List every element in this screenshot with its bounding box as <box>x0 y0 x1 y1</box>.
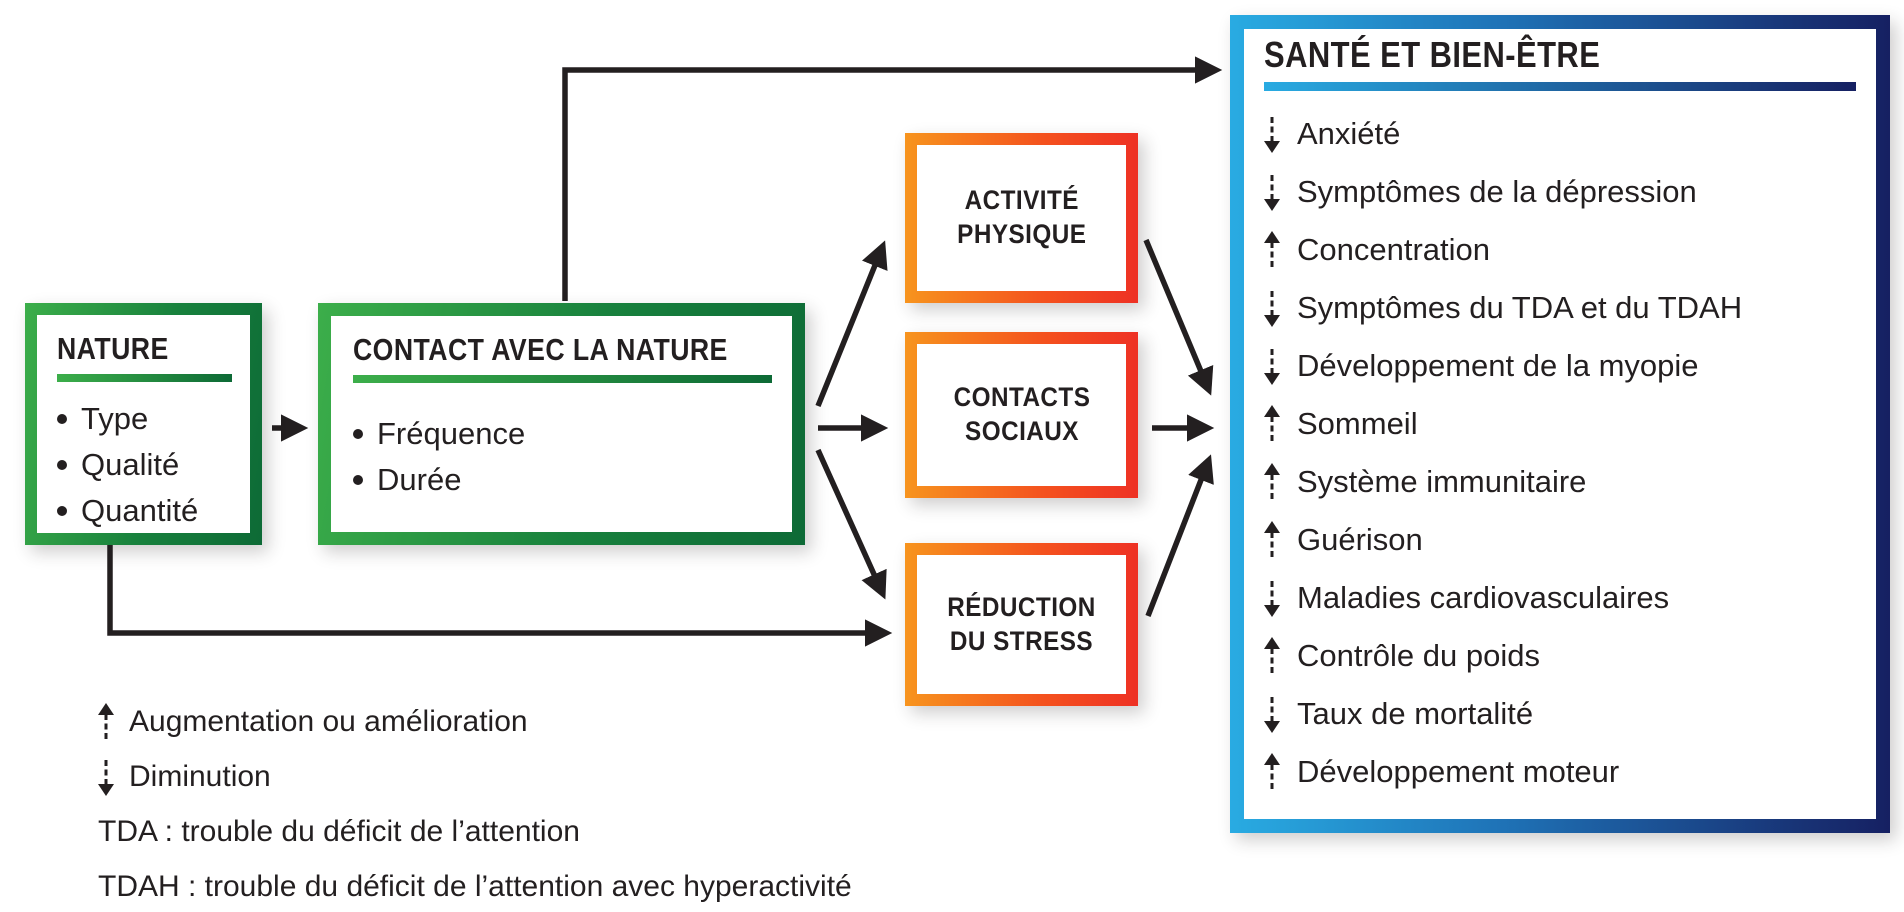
list-item-label: Type <box>81 400 149 436</box>
list-item: Quantité <box>57 488 232 534</box>
health-item-label: Taux de mortalité <box>1297 695 1534 731</box>
dashed-up-arrow-icon <box>98 702 114 742</box>
nature-bullet-list: Type Qualité Quantité <box>57 396 232 534</box>
list-item-label: Fréquence <box>377 415 526 451</box>
arrow-contact-to-reduction-stress <box>815 448 887 600</box>
dashed-up-arrow-icon <box>1264 462 1280 502</box>
health-item: Contrôle du poids <box>1264 627 1856 685</box>
health-outcome-list: Anxiété Symptômes de la dépression Conce… <box>1264 105 1856 801</box>
dashed-down-arrow-icon <box>1264 578 1280 618</box>
dashed-down-arrow-icon <box>1264 172 1280 212</box>
nature-box-title: NATURE <box>57 331 169 366</box>
bullet-icon <box>353 428 363 439</box>
health-item: Taux de mortalité <box>1264 685 1856 743</box>
bullet-icon <box>57 459 67 470</box>
dashed-down-arrow-icon <box>1264 288 1280 328</box>
health-item-label: Maladies cardiovasculaires <box>1297 579 1670 615</box>
health-item-label: Concentration <box>1297 231 1491 267</box>
list-item: Type <box>57 396 232 442</box>
dashed-up-arrow-icon <box>1264 230 1280 270</box>
dashed-up-arrow-icon <box>1264 636 1280 676</box>
health-item: Guérison <box>1264 511 1856 569</box>
health-item-label: Guérison <box>1297 521 1423 557</box>
health-item-label: Développement de la myopie <box>1297 347 1699 383</box>
dashed-up-arrow-icon <box>1264 520 1280 560</box>
list-item: Qualité <box>57 442 232 488</box>
health-item-label: Symptômes de la dépression <box>1297 173 1697 209</box>
health-item-label: Développement moteur <box>1297 753 1620 789</box>
arrow-nature-to-reduction-stress <box>107 545 893 647</box>
nature-title-underline <box>57 373 232 382</box>
dashed-down-arrow-icon <box>1264 346 1280 386</box>
arrow-reduction-to-health <box>1145 454 1214 617</box>
dashed-down-arrow-icon <box>98 757 114 797</box>
health-box-title: SANTÉ ET BIEN-ÊTRE <box>1264 34 1601 75</box>
legend-label: TDA : trouble du déficit de l’attention <box>98 814 580 848</box>
health-item: Anxiété <box>1264 105 1856 163</box>
list-item-label: Durée <box>377 461 462 497</box>
legend-row-diminution: Diminution <box>98 749 852 804</box>
dashed-up-arrow-icon <box>1264 404 1280 444</box>
health-item: Maladies cardiovasculaires <box>1264 569 1856 627</box>
bullet-icon <box>57 505 67 516</box>
dashed-down-arrow-icon <box>1264 694 1280 734</box>
health-box: SANTÉ ET BIEN-ÊTRE Anxiété Symptômes de … <box>1230 15 1890 833</box>
health-item: Développement moteur <box>1264 743 1856 801</box>
legend: Augmentation ou amélioration Diminution … <box>98 694 852 912</box>
legend-row-tdah: TDAH : trouble du déficit de l’attention… <box>98 859 852 912</box>
legend-label: Diminution <box>129 759 271 793</box>
list-item: Fréquence <box>353 411 772 457</box>
health-item: Symptômes de la dépression <box>1264 163 1856 221</box>
contact-box: CONTACT AVEC LA NATURE Fréquence Durée <box>318 303 805 545</box>
list-item-label: Quantité <box>81 492 199 528</box>
dashed-down-arrow-icon <box>1264 114 1280 154</box>
list-item-label: Qualité <box>81 446 180 482</box>
health-item: Système immunitaire <box>1264 453 1856 511</box>
legend-row-augmentation: Augmentation ou amélioration <box>98 694 852 749</box>
health-item-label: Contrôle du poids <box>1297 637 1540 673</box>
nature-box: NATURE Type Qualité Quantité <box>25 303 262 545</box>
legend-row-tda: TDA : trouble du déficit de l’attention <box>98 804 852 859</box>
bullet-icon <box>57 413 67 424</box>
arrow-activite-to-health <box>1143 238 1214 396</box>
dashed-up-arrow-icon <box>1264 752 1280 792</box>
list-item: Durée <box>353 457 772 503</box>
health-item-label: Système immunitaire <box>1297 463 1587 499</box>
bullet-icon <box>353 474 363 485</box>
arrow-contact-to-activite-physique <box>815 240 888 408</box>
health-title-underline <box>1264 81 1856 91</box>
health-item: Concentration <box>1264 221 1856 279</box>
contact-box-title: CONTACT AVEC LA NATURE <box>353 332 728 367</box>
legend-label: TDAH : trouble du déficit de l’attention… <box>98 869 852 903</box>
legend-label: Augmentation ou amélioration <box>129 704 528 738</box>
health-item: Sommeil <box>1264 395 1856 453</box>
health-item: Développement de la myopie <box>1264 337 1856 395</box>
contact-bullet-list: Fréquence Durée <box>353 411 772 503</box>
contact-title-underline <box>353 374 772 383</box>
health-item-label: Symptômes du TDA et du TDAH <box>1297 289 1743 325</box>
health-item-label: Sommeil <box>1297 405 1418 441</box>
health-item-label: Anxiété <box>1297 115 1401 151</box>
health-item: Symptômes du TDA et du TDAH <box>1264 279 1856 337</box>
